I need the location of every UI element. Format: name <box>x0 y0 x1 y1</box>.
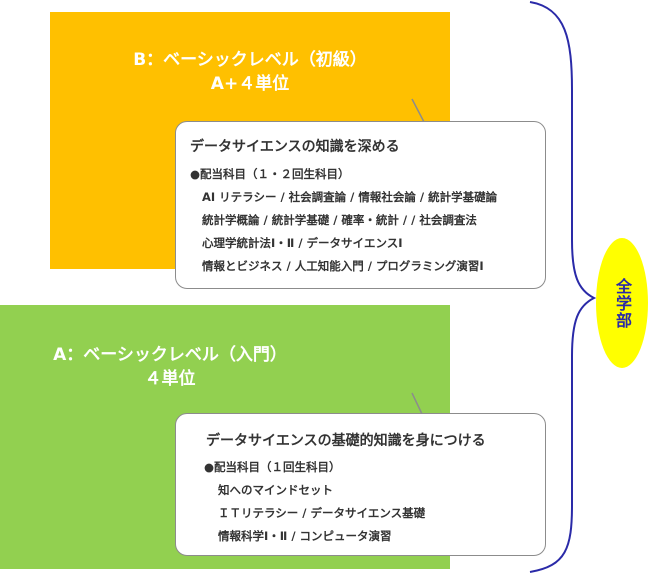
level-a-title-line1: A：ベーシックレベル（入門） <box>53 345 287 365</box>
level-a-course-line: 情報科学Ⅰ・Ⅱ / コンピュータ演習 <box>218 529 392 543</box>
level-a-title: A：ベーシックレベル（入門） ４単位 <box>0 343 340 391</box>
level-b-callout-heading: データサイエンスの知識を深める <box>190 139 400 155</box>
level-a-title-line2: ４単位 <box>144 369 196 389</box>
level-b-subjects-label: ●配当科目（１・２回生科目） <box>190 167 350 181</box>
level-a-course-line: ＩＴリテラシー / データサイエンス基礎 <box>218 506 426 520</box>
level-b-course-line: AI リテラシー / 社会調査論 / 情報社会論 / 統計学基礎論 <box>202 190 498 204</box>
all-faculties-label: 全学部 <box>613 277 632 329</box>
level-a-subjects-label: ●配当科目（１回生科目） <box>204 460 341 474</box>
level-b-course-line: 心理学統計法Ⅰ・Ⅱ / データサイエンスⅠ <box>202 236 403 250</box>
level-b-course-line: 統計学概論 / 統計学基礎 / 確率・統計 / / 社会調査法 <box>202 213 477 227</box>
level-a-callout: データサイエンスの基礎的知識を身につける ●配当科目（１回生科目） 知へのマイン… <box>175 413 546 556</box>
level-b-leader <box>411 98 425 123</box>
level-b-title-line1: B：ベーシックレベル（初級） <box>133 50 367 70</box>
level-b-course-line: 情報とビジネス / 人工知能入門 / プログラミング演習Ⅰ <box>202 259 484 273</box>
level-b-title-line2: A+４単位 <box>210 74 290 94</box>
level-b-callout: データサイエンスの知識を深める ●配当科目（１・２回生科目） AI リテラシー … <box>175 121 546 289</box>
level-a-leader <box>411 392 423 415</box>
all-faculties-badge: 全学部 <box>596 238 648 368</box>
level-a-course-line: 知へのマインドセット <box>218 483 333 497</box>
level-a-callout-heading: データサイエンスの基礎的知識を身につける <box>206 433 486 449</box>
level-b-title: B：ベーシックレベル（初級） A+４単位 <box>40 48 460 96</box>
